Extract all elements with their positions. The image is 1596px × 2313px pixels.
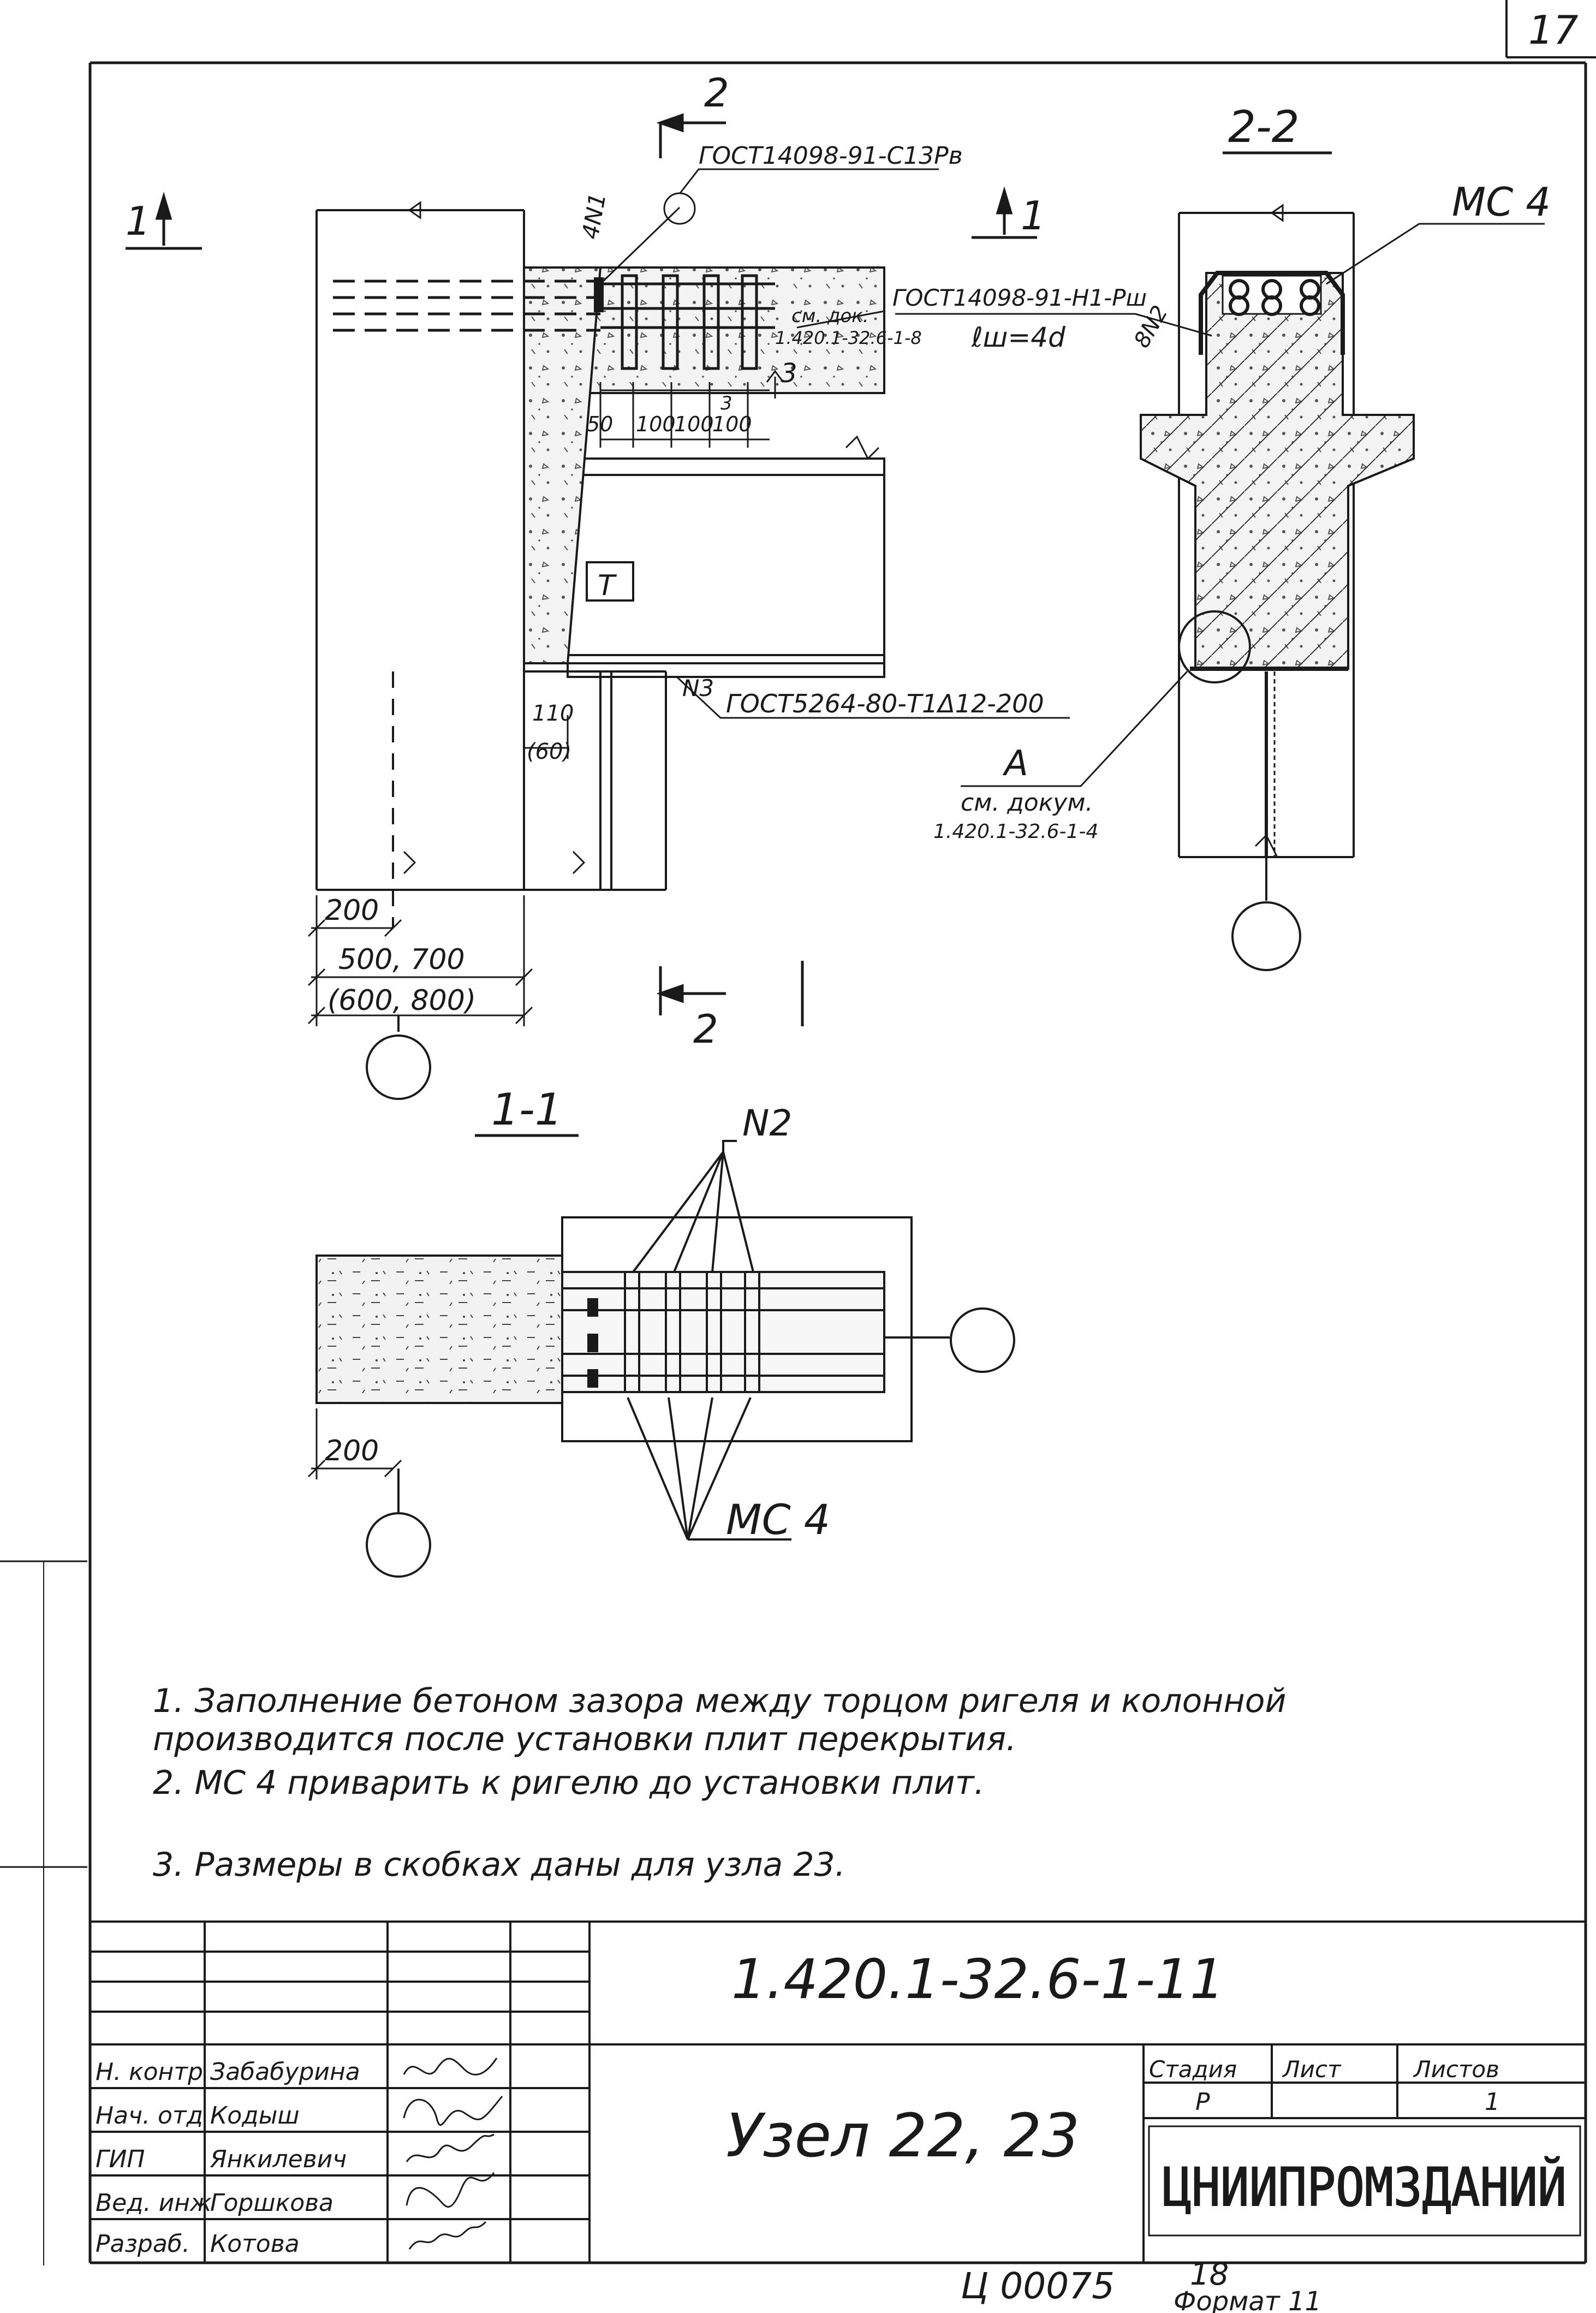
staff-name-5: Котова — [210, 2230, 300, 2258]
staff-role-5: Разраб. — [96, 2230, 190, 2258]
staff-role-3: ГИП — [96, 2145, 145, 2173]
title-block — [90, 1920, 1586, 2263]
section-2-2-title: 2-2 — [1228, 102, 1300, 152]
staff-name-2: Кодыш — [210, 2102, 300, 2130]
org-stamp: ЦНИИПРОМЗДАНИЙ — [1148, 2125, 1581, 2237]
sheets-value: 1 — [1485, 2088, 1500, 2116]
weld-callout-right: ГОСТ14098-91-Н1-Рш — [892, 284, 1147, 311]
stage-value: Р — [1195, 2088, 1210, 2116]
note-3: 3. Размеры в скобках даны для узла 23. — [153, 1846, 845, 1884]
dim-200-top: 200 — [325, 894, 379, 927]
inventory-number: Ц 00075 — [961, 2265, 1115, 2307]
staff-name-1: Забабурина — [210, 2058, 360, 2086]
dim-100-c: 100 — [712, 412, 752, 436]
section-2-2-view — [961, 204, 1545, 971]
elevation-view — [307, 168, 1135, 1100]
section-1-left-label: 1 — [126, 198, 151, 244]
staff-role-2: Нач. отд — [96, 2102, 203, 2130]
detail-a-label: А — [1002, 744, 1028, 784]
signatures — [403, 2058, 503, 2250]
stage-header: Стадия — [1149, 2056, 1237, 2083]
org-name: ЦНИИПРОМЗДАНИЙ — [1163, 2156, 1567, 2218]
dim-500-700: 500, 700 — [338, 943, 465, 976]
dim-50: 50 — [587, 412, 613, 436]
doc-ref-2: 1.420.1-32.6-1-8 — [775, 328, 922, 348]
tick-3-label: 3 — [781, 358, 797, 389]
dim-3: 3 — [720, 393, 733, 414]
sheet-header: Лист — [1282, 2056, 1342, 2083]
section-2-bottom-label: 2 — [693, 1006, 718, 1052]
staff-name-4: Горшкова — [210, 2189, 334, 2217]
dim-60: (60) — [527, 739, 571, 764]
weld-callout-bottom: ГОСТ5264-80-Т1Δ12-200 — [726, 689, 1044, 718]
dim-100-a: 100 — [636, 412, 676, 436]
section-1-right-label: 1 — [1021, 193, 1046, 239]
detail-a-ref-2: 1.420.1-32.6-1-4 — [933, 820, 1098, 843]
note-1-line-1: 1. Заполнение бетоном зазора между торцо… — [153, 1682, 1287, 1720]
section-2-top-label: 2 — [704, 70, 729, 116]
format-label: Формат 11 — [1174, 2286, 1321, 2313]
section-1-1-view — [307, 1140, 1015, 1578]
section-markers — [126, 113, 1037, 1026]
corner-sheet-number: 17 — [1528, 7, 1579, 53]
dim-200-bottom: 200 — [325, 1435, 379, 1467]
n2-label: N2 — [742, 1102, 792, 1144]
dim-110: 110 — [532, 701, 574, 726]
staff-role-4: Вед. инж — [96, 2189, 212, 2217]
page-number: 18 — [1190, 2257, 1229, 2292]
weld-length-note: ℓш=4d — [971, 322, 1065, 353]
sheets-header: Листов — [1413, 2056, 1499, 2083]
dim-100-b: 100 — [674, 412, 714, 436]
detail-a-ref-1: см. докум. — [961, 789, 1093, 817]
weld-mark-4n1: 4N1 — [577, 191, 611, 241]
staff-role-1: Н. контр — [96, 2058, 203, 2086]
sheet-frame — [0, 0, 1596, 2266]
note-1-line-2: производится после установки плит перекр… — [153, 1720, 1017, 1758]
drawing-title: Узел 22, 23 — [726, 2101, 1080, 2171]
doc-ref-1: см. док. — [791, 305, 869, 327]
dim-600-800: (600, 800) — [327, 984, 476, 1017]
beam-mark-t: Т — [598, 569, 617, 602]
note-2: 2. МС 4 приварить к ригелю до установки … — [153, 1764, 985, 1802]
doc-code: 1.420.1-32.6-1-11 — [731, 1947, 1224, 2011]
weld-mark-n3: N3 — [682, 675, 714, 701]
section-1-1-title: 1-1 — [491, 1084, 563, 1135]
weld-callout-top: ГОСТ14098-91-С13Рв — [699, 142, 963, 170]
mc4-bottom-label: МС 4 — [726, 1495, 830, 1544]
mc4-top-label: МС 4 — [1452, 179, 1551, 225]
staff-name-3: Янкилевич — [210, 2145, 347, 2173]
